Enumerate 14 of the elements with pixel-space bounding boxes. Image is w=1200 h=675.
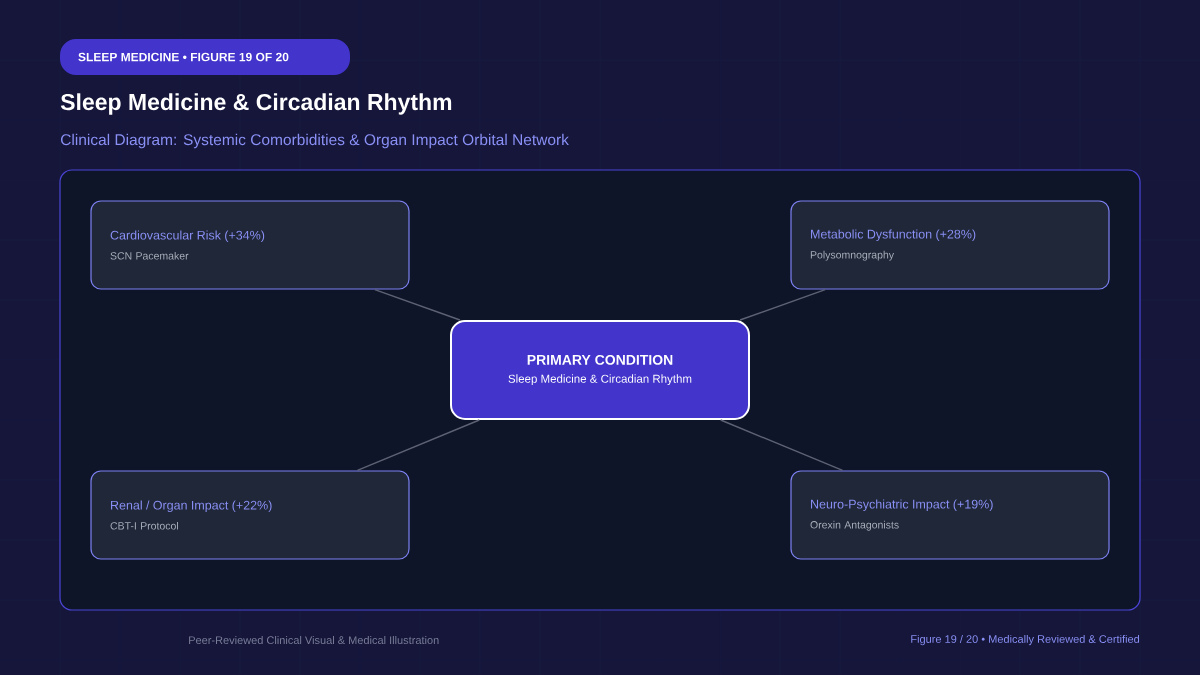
connector-line — [739, 288, 826, 321]
comorbidity-box: Cardiovascular Risk (+34%) SCN Pacemaker — [90, 200, 410, 290]
page-title: Sleep Medicine & Circadian Rhythm — [60, 93, 452, 115]
category-badge: SLEEP MEDICINE • FIGURE 19 OF 20 — [60, 39, 350, 75]
footer-note: Peer-Reviewed Clinical Visual & Medical Illustration — [189, 635, 439, 645]
comorbidity-box: Metabolic Dysfunction (+28%) Polysomnography — [790, 200, 1110, 290]
subtitle: Clinical Diagram: Systemic Comorbidities & Organ Impact Orbital Network — [61, 133, 569, 149]
connector-line — [719, 419, 844, 472]
connector-line — [374, 288, 461, 321]
footer-note: Figure 19 / 20 • Medically Reviewed & Certified — [911, 634, 1140, 646]
condition-box: PRIMARY CONDITION Sleep Medicine & Circadian Rhythm — [450, 320, 750, 420]
comorbidity-box: Neuro-Psychiatric Impact (+19%) Orexin Antagonists — [790, 470, 1110, 560]
comorbidity-box: Renal / Organ Impact (+22%) CBT-I Protocol — [90, 470, 410, 560]
connector-line — [356, 419, 481, 472]
